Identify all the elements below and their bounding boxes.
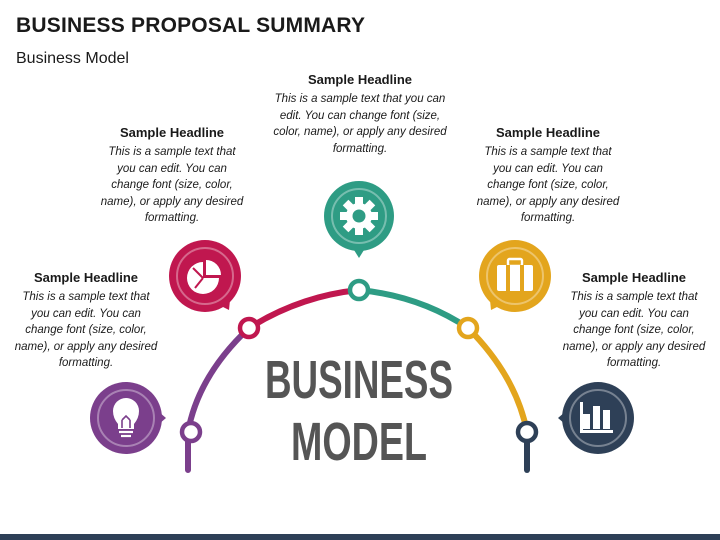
badge-bar-chart xyxy=(558,382,634,454)
body-text-left: This is a sample text that you can edit.… xyxy=(14,291,158,370)
text-block-center: Sample Headline This is a sample text th… xyxy=(268,72,452,157)
node-center xyxy=(347,278,371,302)
arc-segment-red xyxy=(246,287,362,331)
badge-briefcase xyxy=(479,240,551,312)
body-text-right: This is a sample text that you can edit.… xyxy=(562,291,706,370)
center-word-model: MODEL xyxy=(291,412,427,472)
briefcase-icon xyxy=(497,257,533,291)
text-block-upper-left: Sample Headline This is a sample text th… xyxy=(100,125,244,227)
arc-segment-teal xyxy=(356,287,471,331)
gear-icon xyxy=(340,197,378,235)
node-left xyxy=(179,420,203,444)
arc-segment-yellow xyxy=(465,325,530,435)
headline-upper-left: Sample Headline xyxy=(119,125,225,140)
headline-center: Sample Headline xyxy=(307,72,413,87)
arc-segment-purple xyxy=(185,325,252,473)
bottom-accent-bar xyxy=(0,534,720,540)
badge-pie-chart xyxy=(169,240,241,312)
node-upper-left xyxy=(237,316,261,340)
text-block-right: Sample Headline This is a sample text th… xyxy=(562,270,706,372)
headline-upper-right: Sample Headline xyxy=(495,125,601,140)
node-upper-right xyxy=(456,316,480,340)
badge-gear xyxy=(324,181,394,258)
node-right xyxy=(515,420,539,444)
page-title: BUSINESS PROPOSAL SUMMARY xyxy=(16,14,366,37)
body-text-upper-right: This is a sample text that you can edit.… xyxy=(476,146,620,225)
text-block-left: Sample Headline This is a sample text th… xyxy=(14,270,158,372)
pie-chart-icon xyxy=(187,260,221,294)
badge-lightbulb xyxy=(90,382,166,454)
headline-right: Sample Headline xyxy=(581,270,687,285)
bar-chart-icon xyxy=(580,402,613,433)
body-text-center: This is a sample text that you can edit.… xyxy=(273,93,447,155)
lightbulb-icon xyxy=(113,398,139,438)
body-text-upper-left: This is a sample text that you can edit.… xyxy=(100,146,244,225)
center-word-business: BUSINESS xyxy=(265,350,453,410)
headline-left: Sample Headline xyxy=(33,270,139,285)
text-block-upper-right: Sample Headline This is a sample text th… xyxy=(476,125,620,227)
page-subtitle: Business Model xyxy=(16,50,129,67)
